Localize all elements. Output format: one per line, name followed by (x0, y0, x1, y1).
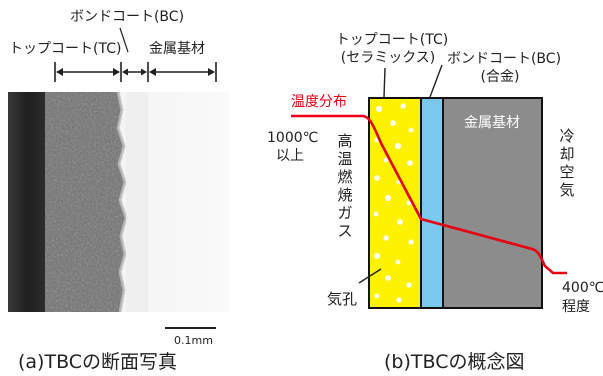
metal-label-b: 金属基材 (464, 114, 520, 131)
bc-leader-line-b (429, 64, 443, 98)
combustion-gas-label: 高 温 燃 焼 ガ ス (337, 132, 352, 240)
svg-text:空: 空 (559, 163, 574, 181)
temperature-profile-line (291, 114, 567, 275)
svg-text:燃: 燃 (337, 168, 352, 186)
svg-text:ス: ス (337, 222, 352, 240)
caption-b: (b)TBCの概念図 (384, 350, 524, 373)
tc-label: トップコート(TC) (9, 41, 121, 57)
hot-temp-line1: 1000℃ (267, 130, 318, 146)
svg-text:却: 却 (559, 145, 574, 163)
metal-substrate-layer (443, 98, 542, 308)
tc-label-b-line2: (セラミックス) (341, 50, 436, 66)
hot-temp-line2: 以上 (276, 148, 304, 164)
svg-text:気: 気 (559, 181, 574, 199)
panel-a: ボンドコート(BC) トップコート(TC) 金属基材 (8, 9, 230, 373)
dimension-arrowheads (56, 68, 215, 76)
cold-temp-line2: 程度 (562, 299, 590, 315)
bc-label-b-line1: ボンドコート(BC) (447, 51, 561, 67)
svg-text:ガ: ガ (337, 204, 352, 222)
pores-label: 気孔 (327, 290, 357, 308)
pores-leader-line (358, 268, 382, 284)
svg-text:温: 温 (337, 150, 352, 168)
temp-dist-label: 温度分布 (291, 94, 347, 110)
tc-label-b-line1: トップコート(TC) (336, 32, 448, 48)
cross-section-photo (8, 91, 230, 313)
scale-bar-label: 0.1mm (174, 334, 213, 347)
bc-leader-line (119, 27, 129, 53)
svg-text:焼: 焼 (337, 186, 352, 204)
panel-b: トップコート(TC) (セラミックス) ボンドコート(BC) (合金) 温度分布… (267, 32, 603, 373)
metal-label: 金属基材 (149, 40, 205, 57)
cooling-air-label: 冷 却 空 気 (559, 127, 574, 199)
svg-text:高: 高 (337, 132, 352, 150)
bc-label: ボンドコート(BC) (70, 9, 184, 25)
tc-leader-line (383, 67, 386, 98)
caption-a: (a)TBCの断面写真 (18, 351, 177, 373)
pores (373, 103, 414, 303)
cold-temp-line1: 400℃ (562, 280, 603, 296)
svg-text:冷: 冷 (559, 127, 574, 145)
dimension-markers (54, 62, 217, 82)
bc-label-b-line2: (合金) (481, 69, 520, 85)
bond-coat-layer (421, 98, 443, 308)
